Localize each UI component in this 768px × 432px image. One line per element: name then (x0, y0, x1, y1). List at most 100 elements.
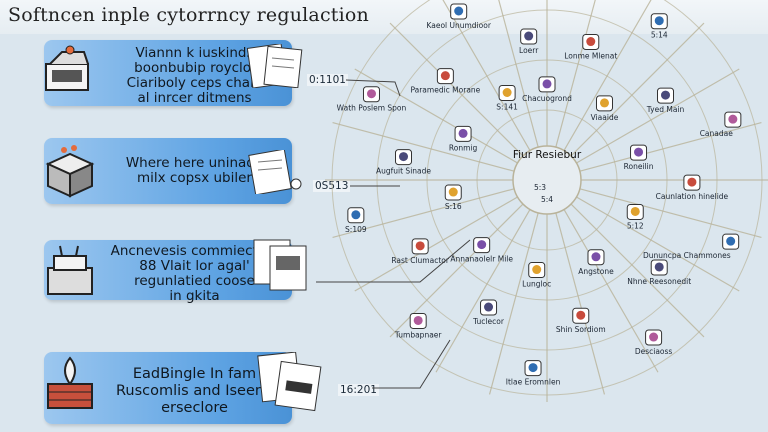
network-node: S:109 (345, 207, 367, 234)
network-spoke (555, 0, 596, 148)
network-node: S:141 (496, 85, 518, 112)
network-node: Dununcpa Chammones (643, 233, 740, 260)
title-bar: Softncen inple cytorrncy regulaction (0, 0, 768, 34)
node-label: Nhne Reesonedit (627, 277, 691, 286)
badge-emblem (586, 37, 596, 47)
node-label: Rast Clumactor (391, 256, 450, 265)
node-label: Loerr (519, 46, 539, 55)
badge-emblem (634, 147, 644, 157)
network-node: Ronmig (449, 125, 478, 152)
step-panel-1: Viannn k iuskinds boonbubip roycloi Ciar… (44, 40, 292, 106)
node-label: Tumbapnaer (394, 330, 443, 339)
network-node: Annanaolelr Mile (450, 237, 513, 264)
network-node: Itlae Eromnlen (506, 360, 561, 387)
box-icon (45, 145, 95, 198)
machine-icon (45, 45, 89, 91)
network-node: Paramedic Morane (410, 68, 481, 95)
node-label: Viaaide (591, 113, 619, 122)
network-node: Nhne Reesonedit (627, 259, 691, 286)
badge-emblem (454, 6, 464, 16)
network-spoke (579, 188, 762, 239)
node-label: Kaeol Unumdioor (426, 21, 491, 30)
node-label: Roneilin (624, 162, 654, 171)
network-spoke (435, 209, 531, 373)
document-icon (248, 150, 302, 194)
step-panel-3: Ancnevesis commiection 88 Vlait lor agal… (44, 240, 292, 304)
network-node: Tuclecor (472, 299, 505, 326)
network-spoke (389, 22, 524, 157)
network-spoke (332, 121, 515, 172)
badge-emblem (458, 128, 468, 138)
node-label: Itlae Eromnlen (506, 378, 561, 387)
network-node: 5:12 (626, 203, 644, 230)
hub-label: Fiur Resiebur (513, 149, 582, 161)
network-node: Shin Sordiom (556, 307, 606, 334)
node-label: S:141 (496, 103, 518, 112)
network-node: Lungloc (522, 262, 551, 289)
node-label: Tyed Main (646, 105, 685, 114)
node-label: Paramedic Morane (410, 86, 480, 95)
badge-emblem (477, 240, 487, 250)
hub-sub-label: 5:3 (534, 183, 546, 192)
step-panel-2: Where here uninade milx copsx ubiler (44, 138, 292, 204)
network-node: Rast Clumactor (391, 238, 450, 265)
network-node: Chacuogrond (522, 76, 572, 103)
hub: Fiur Resiebur 5:3 5:4 (512, 145, 582, 215)
network-spoke (563, 0, 652, 151)
hub-circle (512, 145, 582, 215)
network-node: Augfuit Sinade (376, 149, 431, 176)
badge-emblem (484, 302, 494, 312)
node-label: 5:14 (651, 31, 668, 40)
node-label: Desciaoss (635, 347, 673, 356)
node-label: 5:12 (627, 221, 644, 230)
network-spoke (576, 196, 740, 292)
badge-emblem (591, 252, 601, 262)
node-label: Lungloc (522, 280, 551, 289)
hub-sub-label: 5:4 (541, 195, 553, 204)
node-label: Annanaolelr Mile (450, 255, 513, 264)
badge-emblem (661, 90, 671, 100)
network-node: S:16 (444, 184, 462, 211)
badge-emblem (413, 315, 423, 325)
badge-emblem (415, 241, 425, 251)
network-node: Tyed Main (646, 87, 685, 114)
network-node: Viaaide (591, 95, 619, 122)
network-spoke (498, 0, 539, 148)
badge-emblem (528, 363, 538, 373)
node-label: Dununcpa Chammones (643, 251, 731, 260)
step-1-time-label: 0:1101 (307, 74, 348, 86)
node-label: Ronmig (449, 143, 478, 152)
badge-emblem (576, 310, 586, 320)
document-stack-icon (257, 352, 322, 412)
badge-emblem (728, 114, 738, 124)
network-node: 5:14 (650, 13, 668, 40)
node-label: Shin Sordiom (556, 325, 606, 334)
step-panel-4: EadBingle In fam Ruscomlis and Iseene er… (44, 352, 292, 424)
badge-emblem (542, 79, 552, 89)
network-node: Desciaoss (635, 329, 673, 356)
badge-emblem (532, 265, 542, 275)
step-panel-4-text: EadBingle In fam Ruscomlis and Iseene er… (115, 366, 274, 416)
network-spoke (570, 22, 705, 157)
network-node: Loerr (519, 28, 539, 55)
network-spoke (576, 68, 740, 164)
node-label: Augfuit Sinade (376, 167, 431, 176)
network-node: Angstone (578, 249, 614, 276)
network-spoke (332, 188, 515, 239)
workstation-icon (47, 245, 93, 295)
network-node: Tumbapnaer (394, 312, 443, 339)
badge-emblem (440, 71, 450, 81)
network-spoke (354, 196, 518, 292)
badge-emblem (654, 262, 664, 272)
badge-emblem (687, 177, 697, 187)
badge-emblem (726, 236, 736, 246)
network-spoke (570, 203, 705, 338)
network-node: Canadae (700, 111, 742, 138)
badge-emblem (524, 31, 534, 41)
node-label: Canadae (700, 129, 734, 138)
badge-emblem (351, 210, 361, 220)
badge-emblem (654, 16, 664, 26)
node-label: Lonme Mlenat (564, 52, 617, 61)
badge-emblem (599, 98, 609, 108)
